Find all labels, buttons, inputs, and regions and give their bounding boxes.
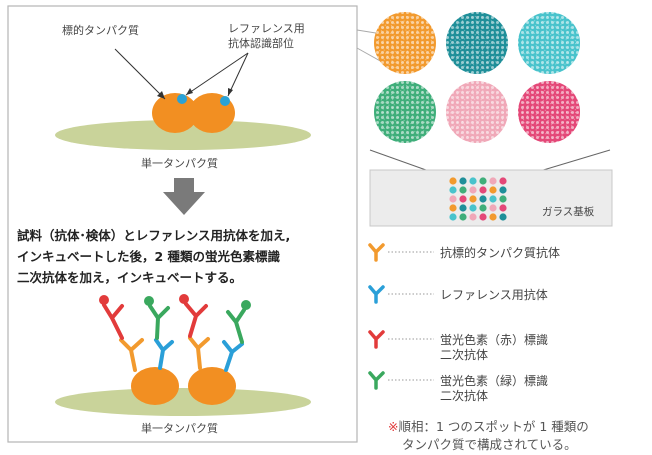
microspot [449,195,457,203]
microspot [499,204,507,212]
bottom-protein-right [188,367,236,405]
pointer-ref-left-head [186,88,193,95]
microspot [459,213,467,221]
label-reference-line1: レファレンス用 [228,22,305,35]
label-reference-line2: 抗体認識部位 [228,37,294,50]
legend-label-reference: レファレンス用抗体 [440,288,548,302]
microspot [449,186,457,194]
microspot [469,204,477,212]
microspot [499,195,507,203]
instruction-line-3: 二次抗体を加え，インキュベートする。 [17,270,243,285]
microspot [479,186,487,194]
bottom-protein-left [131,367,179,405]
footnote-mark: ※ [388,419,399,434]
microspot [479,204,487,212]
footnote-text-1: 順相：1 つのスポットが 1 種類の [398,419,589,434]
spot-pink [446,81,508,143]
process-arrow-icon [163,178,205,215]
microspot [459,186,467,194]
label-target-protein: 標的タンパク質 [62,24,139,37]
microspot [469,213,477,221]
spot-orange [374,12,436,74]
microspot [459,177,467,185]
microspot [449,177,457,185]
microspot [479,195,487,203]
microspot [459,204,467,212]
legend-label-green-line1: 蛍光色素（緑）標識 [440,374,549,388]
reference-site-dot-right [220,96,230,106]
microspot [469,177,477,185]
pointer-ref-left [185,52,249,96]
pointer-target-head [157,91,165,99]
microspot [449,204,457,212]
y-antibody-green-icon [368,371,385,390]
top-protein-left [152,93,198,133]
microspot [499,213,507,221]
microarray-spots [449,177,507,221]
antibody-complex-left [99,295,174,372]
instruction-line-1: 試料（抗体･検体）とレファレンス用抗体を加え, [17,228,291,243]
spot-teal [446,12,508,74]
legend-label-green-line2: 二次抗体 [440,389,489,403]
reference-site-dot-left [177,94,187,104]
y-antibody-red-icon [368,330,385,349]
pointer-ref-right [227,52,249,97]
bottom-plate [55,388,311,416]
pointer-ref-right-head [228,88,233,96]
microspot [499,177,507,185]
footnote-line-2: タンパク質で構成されている。 [402,437,577,452]
microspot [489,204,497,212]
footnote-line-1: ※順相：1 つのスポットが 1 種類の [388,418,589,435]
spot-magenta [518,81,580,143]
left-panel-frame [7,5,358,443]
microspot [479,177,487,185]
y-antibody-orange-icon [368,243,385,262]
top-plate [55,120,311,150]
legend-dotted-lines [388,251,434,381]
legend-label-red-line2: 二次抗体 [440,348,489,362]
slide-label: ガラス基板 [542,206,595,218]
microspot [449,213,457,221]
microspot [489,177,497,185]
antibody-complex-right [179,294,251,372]
spot-grid [374,12,580,143]
legend-label-anti-target: 抗標的タンパク質抗体 [440,246,561,260]
microspot [469,195,477,203]
spot-green [374,81,436,143]
microspot [489,186,497,194]
caption-single-protein-bottom: 単一タンパク質 [141,422,218,435]
callout-line-bottom [356,47,383,63]
microspot [499,186,507,194]
microspot [469,186,477,194]
microspot [479,213,487,221]
legend-label-red-line1: 蛍光色素（赤）標識 [440,333,549,347]
y-antibody-blue-icon [368,285,385,304]
caption-single-protein-top: 単一タンパク質 [141,157,218,170]
microspot [489,195,497,203]
spot-cyan [518,12,580,74]
instruction-line-2: インキュベートした後，2 種類の蛍光色素標識 [17,249,281,264]
microspot [489,213,497,221]
microspot [459,195,467,203]
pointer-target [114,48,166,100]
